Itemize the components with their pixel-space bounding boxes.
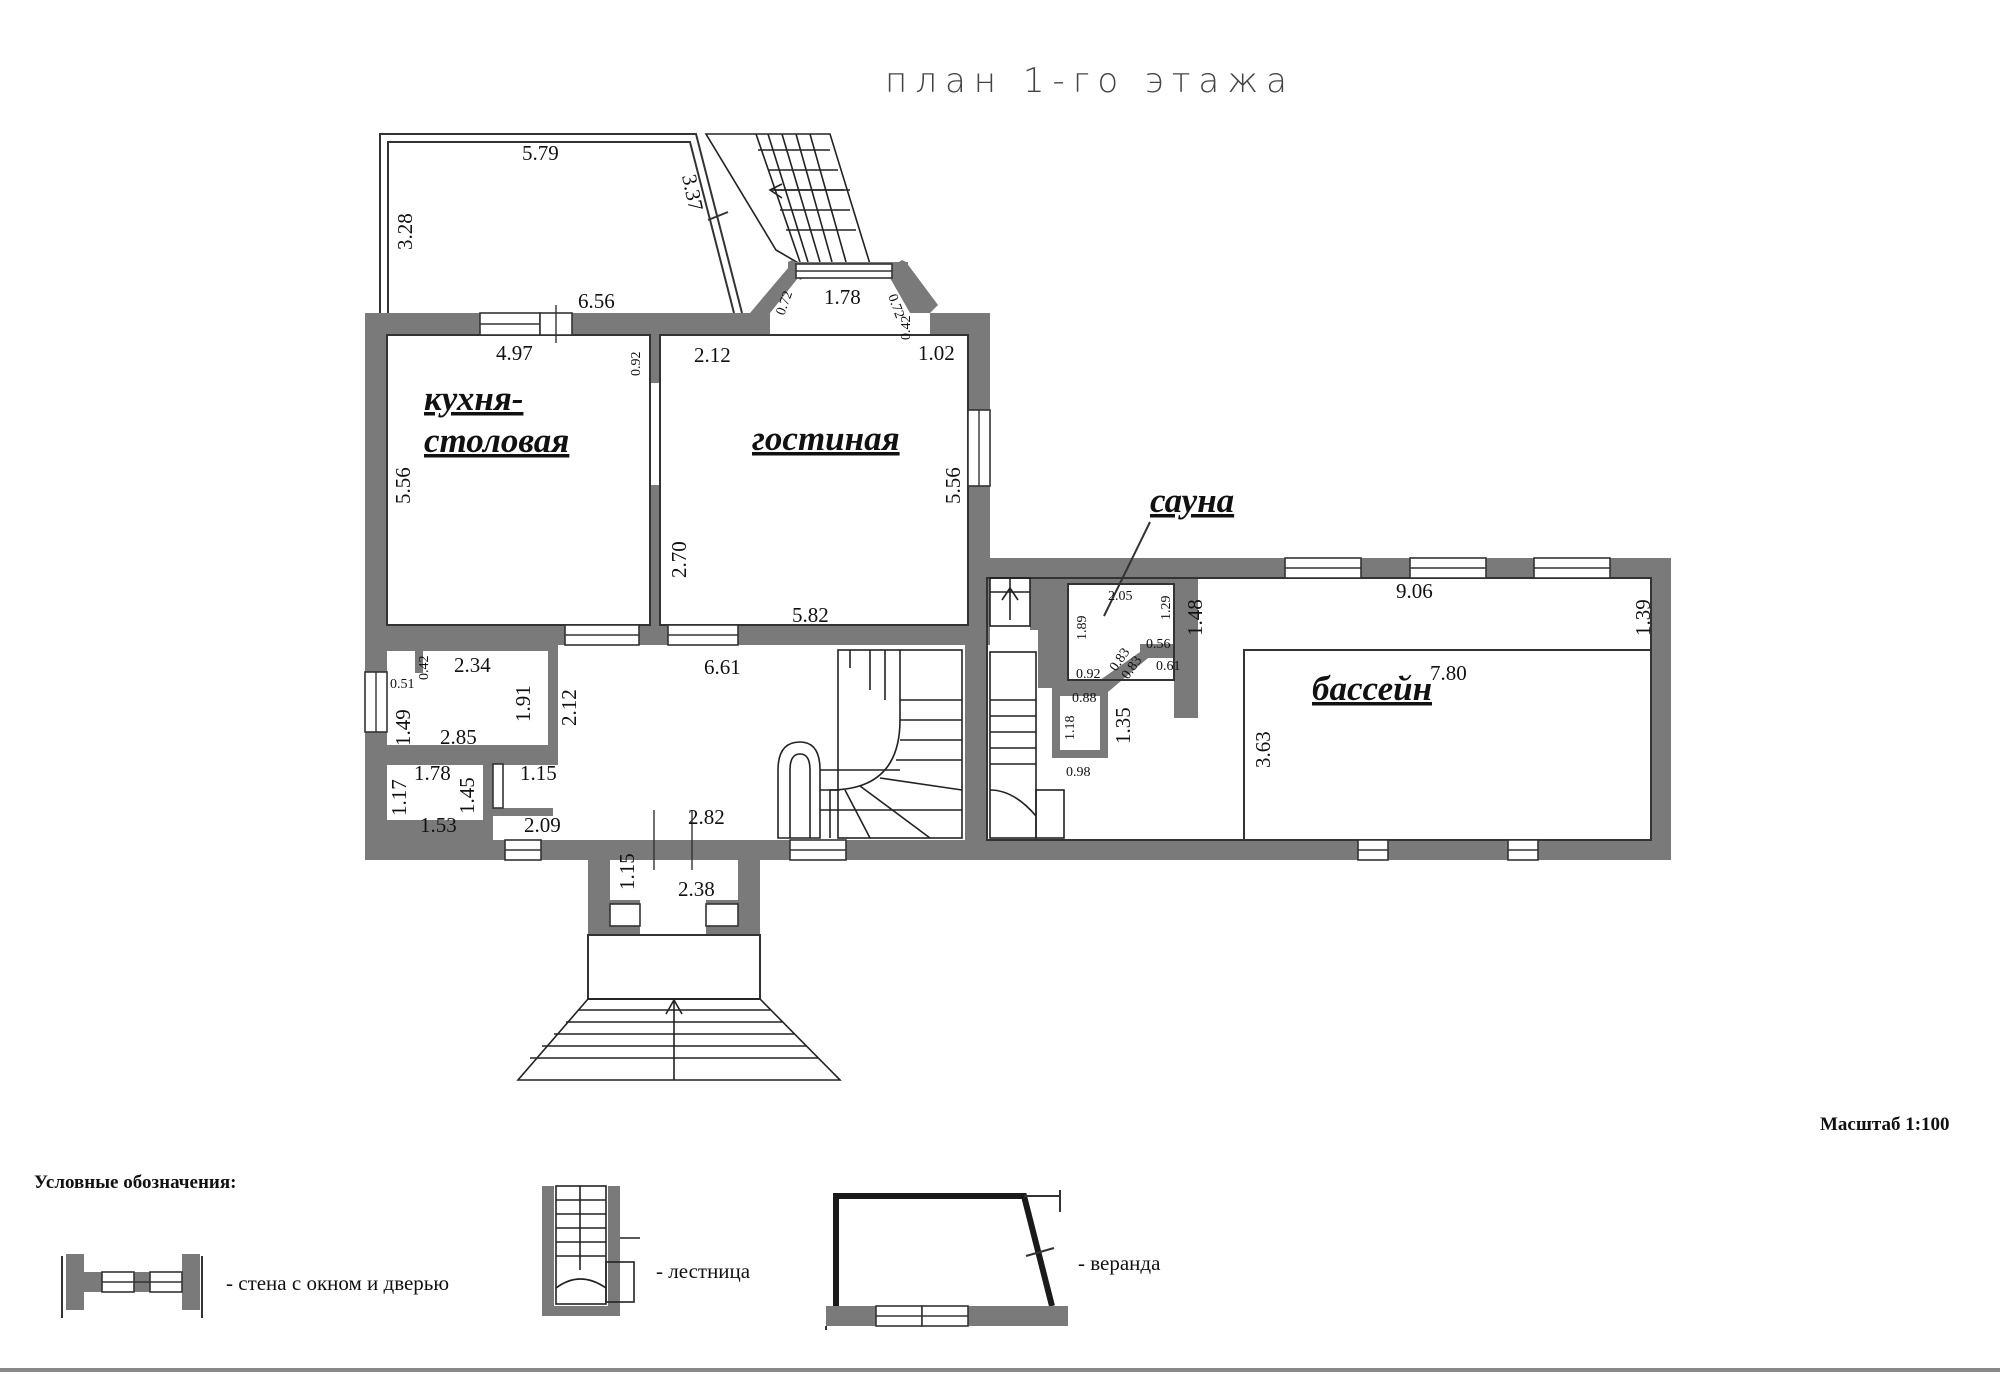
main-walls [365, 260, 1671, 935]
dim-entry-top: 2.82 [688, 805, 725, 829]
dimension-labels: 5.79 3.28 3.37 1.78 0.72 0.72 0.42 6.56 … [387, 141, 1655, 901]
room-label-kitchen-2: столовая [424, 421, 569, 460]
legend-stairs-text: - лестница [656, 1259, 751, 1283]
dim-living-right-top: 1.02 [918, 341, 955, 365]
legend-veranda-symbol [825, 1190, 1068, 1330]
legend-veranda-text: - веранда [1078, 1251, 1161, 1275]
plan-title: план 1-го этажа [885, 61, 1295, 101]
dim-porch-side: 1.15 [615, 853, 639, 890]
dim-shower-side: 1.35 [1111, 707, 1135, 744]
legend-wall-symbol [61, 1254, 203, 1318]
dim-wc1-051: 0.51 [390, 677, 415, 692]
dim-sauna-w: 2.05 [1108, 589, 1133, 604]
dim-bay-small: 0.42 [899, 316, 914, 341]
dim-sauna-h: 1.89 [1075, 616, 1090, 641]
entry-porch [516, 934, 842, 1081]
dim-shower-bottom: 0.98 [1066, 765, 1091, 780]
sauna-leader [1103, 521, 1151, 617]
scale-label: Масштаб 1:100 [1820, 1114, 1950, 1135]
room-label-kitchen-1: кухня- [424, 379, 523, 418]
room-label-living: гостиная [752, 419, 900, 458]
dim-partition-small: 0.92 [629, 352, 644, 377]
dim-living-right: 5.56 [941, 467, 965, 504]
dim-wc1-bottom: 2.85 [440, 725, 477, 749]
dim-partition-len: 2.70 [667, 541, 691, 578]
dim-wc2-bottom: 1.53 [420, 813, 457, 837]
dim-pool-inner-top: 7.80 [1430, 661, 1467, 685]
dim-living-bottom: 5.82 [792, 603, 829, 627]
room-label-pool: бассейн [1312, 669, 1432, 708]
dim-corridor-bottom: 2.09 [524, 813, 561, 837]
legend-wall-text: - стена с окном и дверью [226, 1271, 449, 1295]
dim-wc1-top: 2.34 [454, 653, 491, 677]
dim-kitchen-left: 5.56 [391, 467, 415, 504]
windows [364, 263, 1611, 927]
dim-sauna-056: 0.56 [1146, 637, 1171, 652]
dim-hall-left: 2.12 [557, 689, 581, 726]
dim-pool-right: 1.39 [1631, 599, 1655, 636]
dim-wc1-042: 0.42 [417, 656, 432, 681]
dim-door-115: 1.15 [520, 761, 557, 785]
dim-sauna-side: 1.48 [1183, 599, 1207, 636]
room-label-sauna: сауна [1150, 481, 1234, 520]
dim-hall-top: 6.61 [704, 655, 741, 679]
dim-shower-h: 1.18 [1063, 716, 1078, 741]
dim-wc2-top: 1.78 [414, 761, 451, 785]
dim-shower-w: 0.88 [1072, 691, 1097, 706]
dim-porch-w: 2.38 [678, 877, 715, 901]
veranda-stairs [704, 133, 872, 265]
dim-pool-top: 9.06 [1396, 579, 1433, 603]
dim-wall-top: 6.56 [578, 289, 615, 313]
dim-sauna-bottom: 0.92 [1076, 667, 1101, 682]
dim-veranda-left: 3.28 [393, 213, 417, 250]
dim-kitchen-top: 4.97 [496, 341, 533, 365]
dim-wc2-right: 1.45 [455, 777, 479, 814]
dim-living-top: 2.12 [694, 343, 731, 367]
dim-wc1-right: 1.91 [511, 685, 535, 722]
dim-pool-inner-left: 3.63 [1251, 731, 1275, 768]
legend-heading: Условные обозначения: [34, 1172, 236, 1193]
dim-veranda-diag: 3.37 [677, 172, 708, 213]
dim-wc2-left: 1.17 [387, 779, 411, 816]
dim-sauna-r: 1.29 [1159, 596, 1174, 621]
interior-stairs [777, 577, 1065, 839]
dim-bay-front: 1.78 [824, 285, 861, 309]
dim-sauna-061: 0.61 [1156, 659, 1181, 674]
legend-stairs-symbol [542, 1185, 640, 1316]
veranda [379, 133, 743, 314]
dim-veranda-top: 5.79 [522, 141, 559, 165]
dim-wc1-left: 1.49 [391, 709, 415, 746]
